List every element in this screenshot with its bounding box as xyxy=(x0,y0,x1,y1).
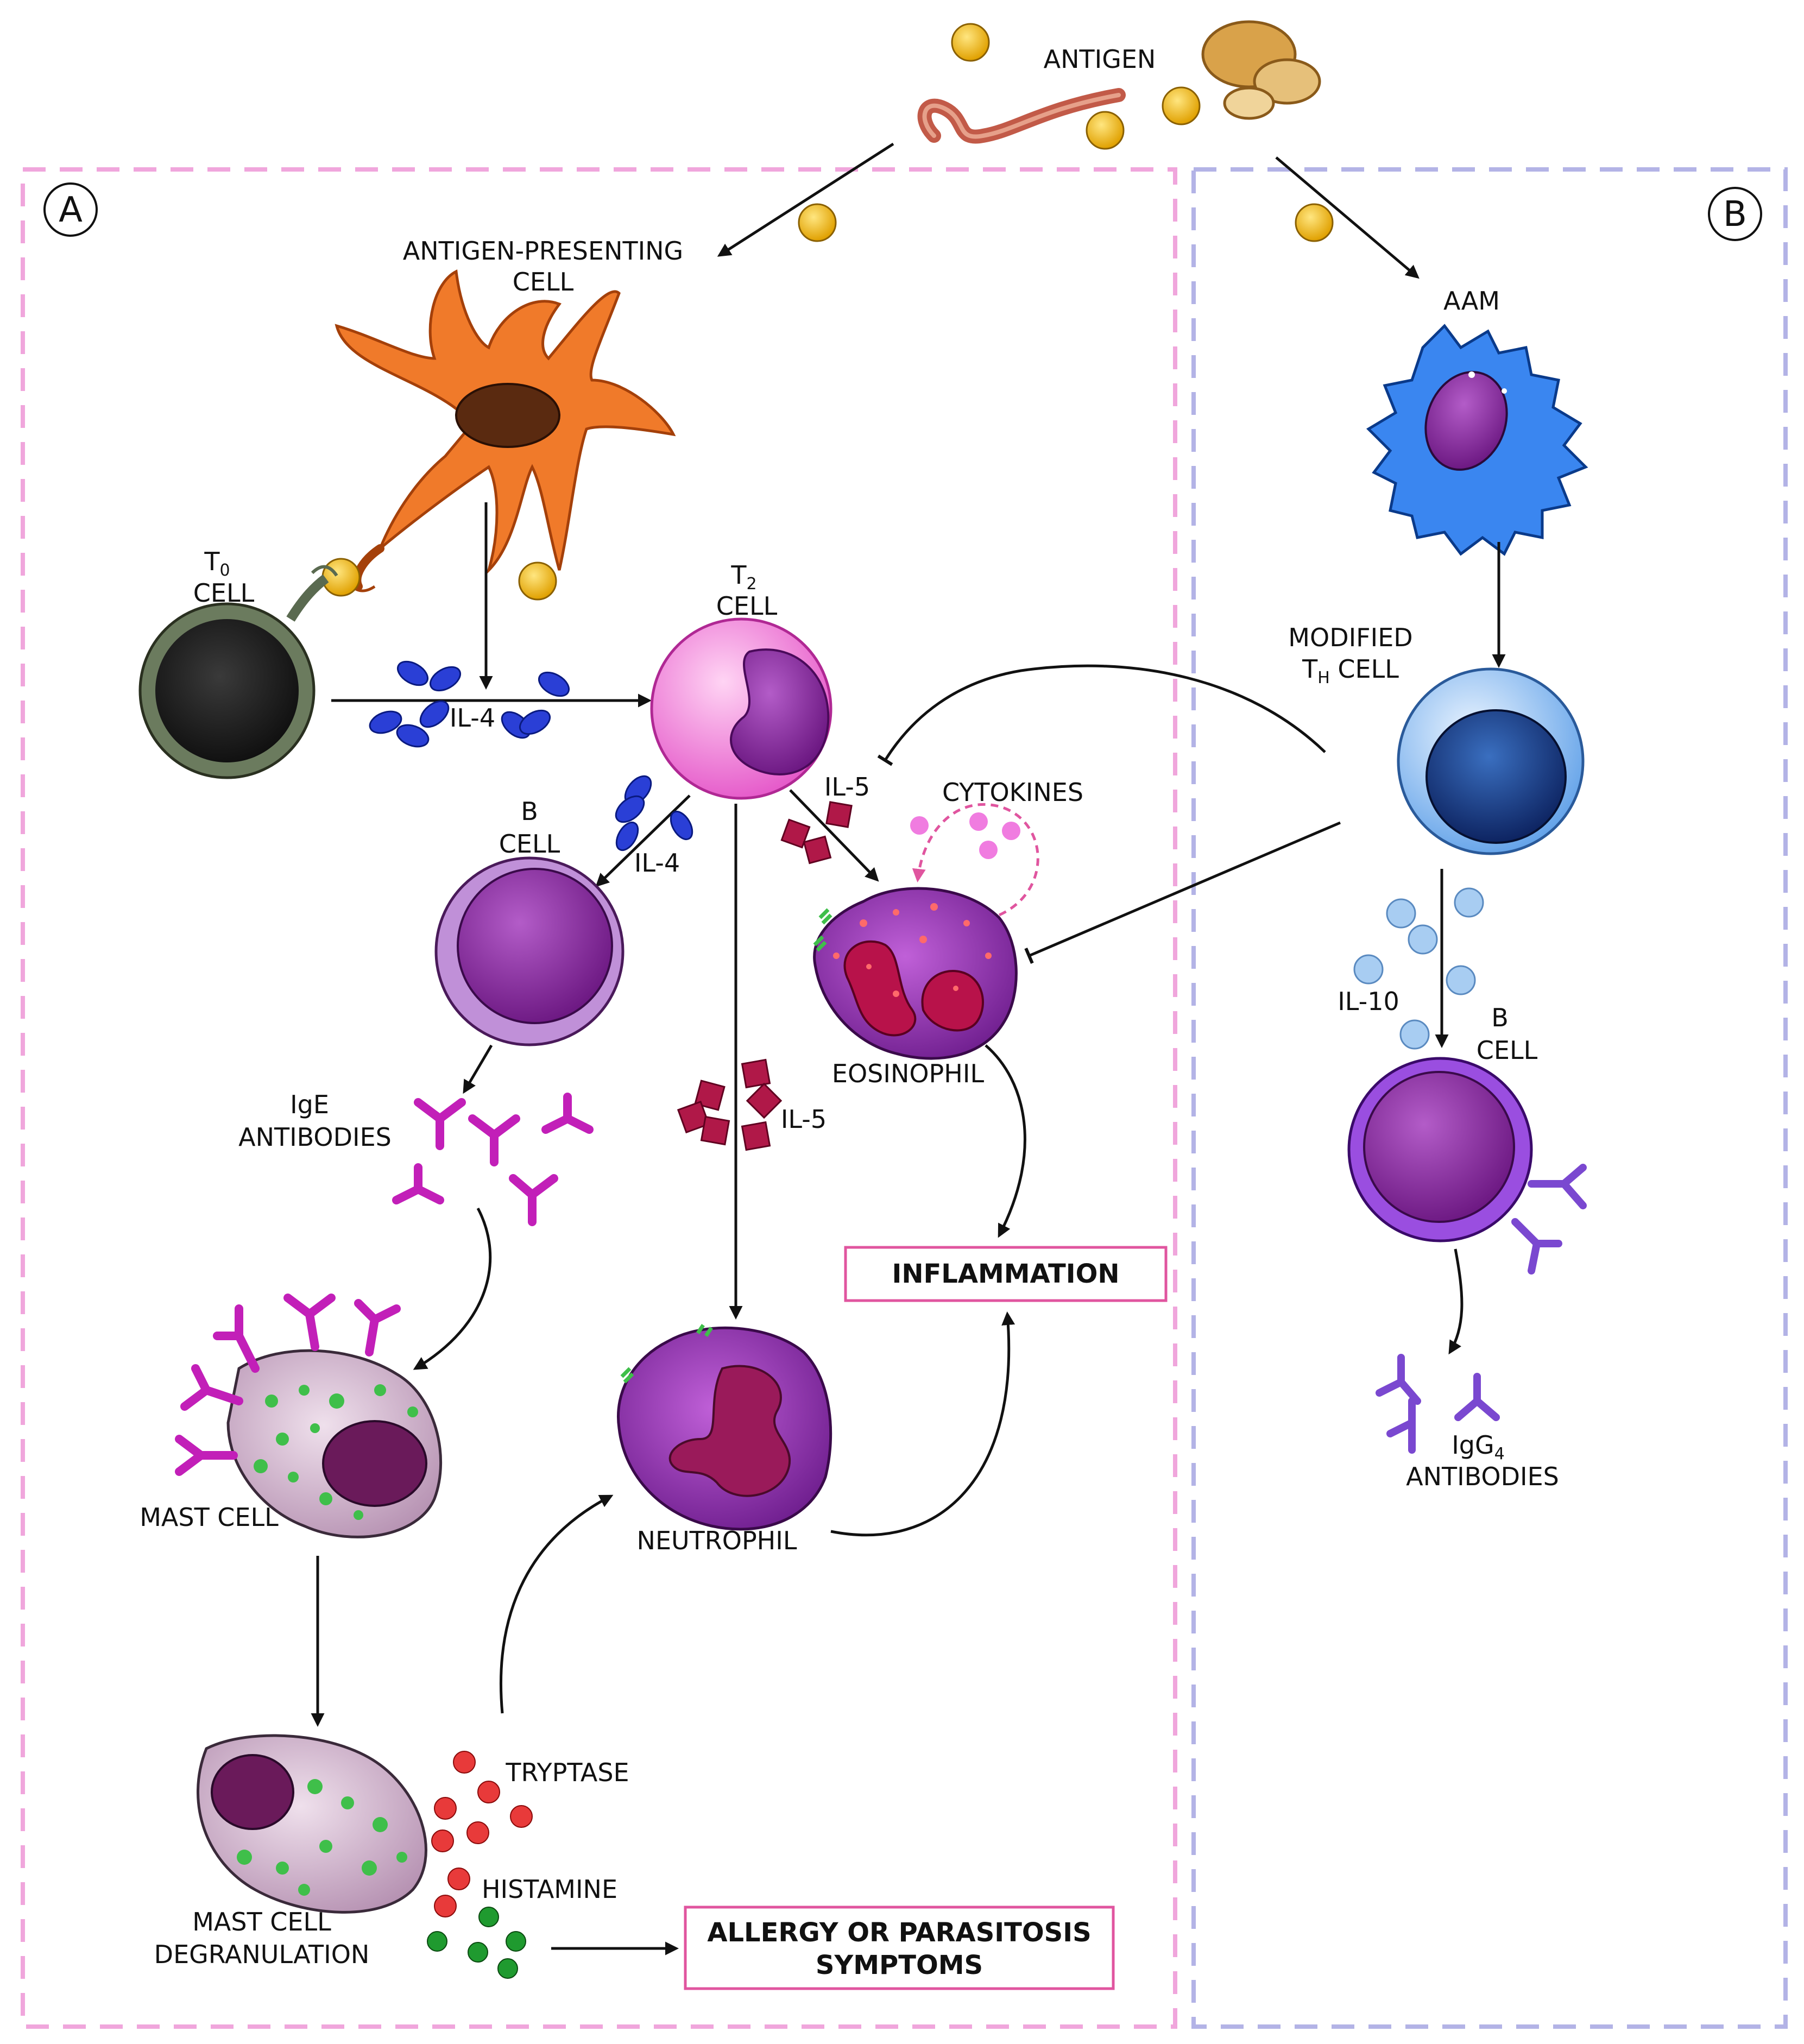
arrow-antigen-to-aam xyxy=(1275,156,1420,279)
b-cell-a-label-2: CELL xyxy=(499,829,560,859)
il10-dots xyxy=(1353,887,1484,1050)
igg4-label-2: ANTIBODIES xyxy=(1406,1462,1559,1491)
inhibit-th-to-eosinophil xyxy=(1024,821,1341,964)
svg-text:A: A xyxy=(59,190,83,230)
modified-th-cell xyxy=(1397,667,1585,855)
arrow-b-to-ige xyxy=(463,1044,493,1094)
apc-label-2: CELL xyxy=(513,267,574,296)
il4-label-1: IL-4 xyxy=(450,703,495,733)
il5-label-1: IL-5 xyxy=(824,772,870,802)
antigen-ball xyxy=(321,558,361,597)
mast-cell-label: MAST CELL xyxy=(140,1503,279,1532)
antigen-ball xyxy=(1162,86,1201,125)
t2-cell xyxy=(650,617,832,800)
antigen-ball xyxy=(1086,111,1125,150)
svg-text:ANTIGEN: ANTIGEN xyxy=(1044,45,1156,74)
mast-cell xyxy=(175,1294,442,1538)
il5-cluster-1 xyxy=(780,801,853,865)
b-cell-b xyxy=(1347,1057,1587,1275)
modified-label-2: TH CELL xyxy=(1302,654,1399,687)
antigen-ball xyxy=(1295,203,1334,242)
neutrophil-label: NEUTROPHIL xyxy=(637,1526,797,1555)
b-cell-b-label-1: B xyxy=(1491,1003,1509,1032)
il4-cluster-1 xyxy=(369,660,570,748)
eosinophil-label: EOSINOPHIL xyxy=(832,1059,985,1088)
igg4-label-1: IgG4 xyxy=(1452,1430,1505,1463)
panel-a-border xyxy=(21,167,1177,2029)
panel-b-label: B xyxy=(1708,187,1762,241)
histamine-granules xyxy=(427,1907,526,1979)
degranulation-label-1: MAST CELL xyxy=(192,1907,331,1936)
cytokine-dots xyxy=(910,812,1020,859)
antigen-group: ANTIGEN xyxy=(798,20,1334,242)
antigen-ball xyxy=(798,203,837,242)
aam-label: AAM xyxy=(1443,286,1500,316)
cytokines-label: CYTOKINES xyxy=(942,778,1083,807)
aam-nucleus xyxy=(1424,371,1508,471)
cytokine-feedback-arrow xyxy=(912,803,1039,917)
arrow-eosinophil-to-inflammation xyxy=(985,1044,1026,1238)
arrow-t2-to-eosinophil xyxy=(789,789,879,882)
arrow-t2-to-b xyxy=(595,794,691,887)
antigen-presenting-cell xyxy=(335,269,676,592)
tryptase-label: TRYPTASE xyxy=(505,1758,629,1787)
inflammation-box: INFLAMMATION xyxy=(844,1246,1168,1302)
t2-cell-label: CELL xyxy=(716,591,778,621)
peanut-icon xyxy=(1201,20,1321,120)
t0-label: T0 xyxy=(204,547,230,580)
ige-label-2: ANTIBODIES xyxy=(238,1122,392,1152)
b-cell-a xyxy=(434,856,625,1046)
panel-a-label: A xyxy=(43,182,98,237)
degranulation-label-2: DEGRANULATION xyxy=(154,1940,370,1969)
modified-label-1: MODIFIED xyxy=(1288,623,1412,652)
arrow-b-to-igg4 xyxy=(1448,1248,1464,1355)
il5-label-2: IL-5 xyxy=(781,1105,827,1134)
tryptase-granules xyxy=(431,1751,533,1917)
arrow-tryptase-to-neutrophil xyxy=(500,1494,614,1714)
il5-cluster-2 xyxy=(677,1058,783,1151)
histamine-label: HISTAMINE xyxy=(482,1875,617,1904)
antigen-ball xyxy=(951,23,990,62)
svg-text:B: B xyxy=(1723,194,1747,235)
b-cell-a-label-1: B xyxy=(521,797,538,826)
arrow-ige-to-mast xyxy=(413,1207,492,1370)
mast-granules xyxy=(254,1384,418,1520)
eosinophil xyxy=(813,887,1018,1060)
il4-label-2: IL-4 xyxy=(634,848,680,878)
inhibit-th-to-t2 xyxy=(877,664,1326,766)
mast-cell-degranulation xyxy=(196,1734,427,1914)
igg4-antibodies xyxy=(1376,1354,1500,1454)
svg-text:INFLAMMATION: INFLAMMATION xyxy=(892,1259,1119,1289)
t0-cell xyxy=(138,565,338,779)
il4-cluster-2 xyxy=(615,775,693,851)
t2-label: T2 xyxy=(730,560,756,594)
neutrophil xyxy=(617,1324,832,1531)
panel-b-border xyxy=(1191,167,1788,2029)
symptoms-box: ALLERGY OR PARASITOSIS SYMPTOMS xyxy=(684,1906,1115,1990)
il10-label: IL-10 xyxy=(1338,987,1399,1016)
ige-antibodies xyxy=(392,1093,594,1226)
svg-text:ALLERGY OR PARASITOSIS: ALLERGY OR PARASITOSIS xyxy=(707,1917,1091,1948)
aam-cell xyxy=(1366,324,1588,556)
arrow-neutrophil-to-inflammation xyxy=(830,1311,1015,1537)
antigen-ball xyxy=(518,562,557,601)
ige-label-1: IgE xyxy=(290,1090,329,1119)
apc-nucleus xyxy=(455,383,560,448)
apc-label-1: ANTIGEN-PRESENTING xyxy=(403,236,683,266)
arrow-antigen-to-apc xyxy=(717,142,894,257)
svg-text:SYMPTOMS: SYMPTOMS xyxy=(816,1950,983,1980)
b-cell-b-label-2: CELL xyxy=(1477,1036,1538,1065)
